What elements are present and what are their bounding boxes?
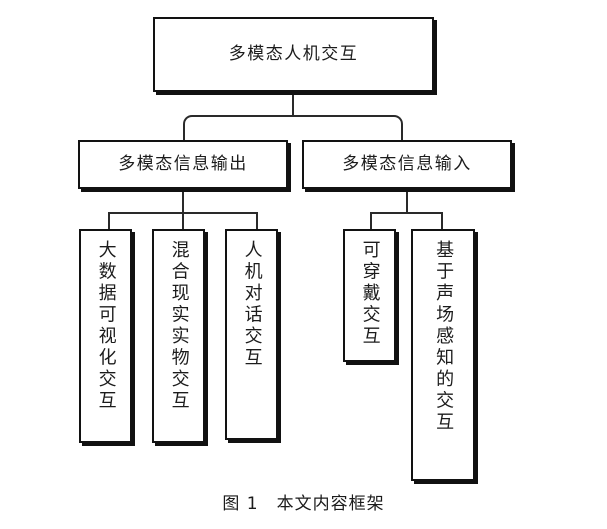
connector-output-middle-drop	[182, 212, 184, 230]
connector-input-bracket	[370, 212, 443, 230]
connector-input-stem	[406, 189, 408, 212]
figure-caption-number: 图 1	[222, 494, 259, 514]
node-mixed-reality-tangible[interactable]: 混合现实实物交互	[152, 229, 205, 443]
figure-caption-text: 本文内容框架	[276, 494, 385, 514]
node-bigdata-visualization-label: 大数据可视化交互	[95, 240, 117, 412]
node-wearable-interaction-label: 可穿戴交互	[359, 240, 381, 348]
node-bigdata-visualization[interactable]: 大数据可视化交互	[79, 229, 132, 443]
node-wearable-interaction[interactable]: 可穿戴交互	[343, 229, 396, 362]
node-multimodal-output-label: 多模态信息输出	[118, 153, 248, 174]
node-multimodal-output[interactable]: 多模态信息输出	[78, 140, 288, 189]
node-root[interactable]: 多模态人机交互	[153, 17, 434, 92]
node-acoustic-field-sensing-label: 基于声场感知的交互	[433, 240, 455, 434]
node-mixed-reality-tangible-label: 混合现实实物交互	[168, 240, 190, 412]
node-acoustic-field-sensing[interactable]: 基于声场感知的交互	[411, 229, 475, 481]
node-human-machine-dialogue[interactable]: 人机对话交互	[225, 229, 278, 440]
node-root-label: 多模态人机交互	[228, 43, 359, 64]
connector-output-stem	[182, 189, 184, 212]
connector-root-bracket	[183, 115, 403, 140]
node-multimodal-input-label: 多模态信息输入	[342, 153, 472, 174]
figure-caption: 图 1 本文内容框架	[0, 489, 607, 514]
node-human-machine-dialogue-label: 人机对话交互	[241, 240, 263, 369]
node-multimodal-input[interactable]: 多模态信息输入	[302, 140, 512, 189]
connector-root-stem	[292, 92, 294, 115]
